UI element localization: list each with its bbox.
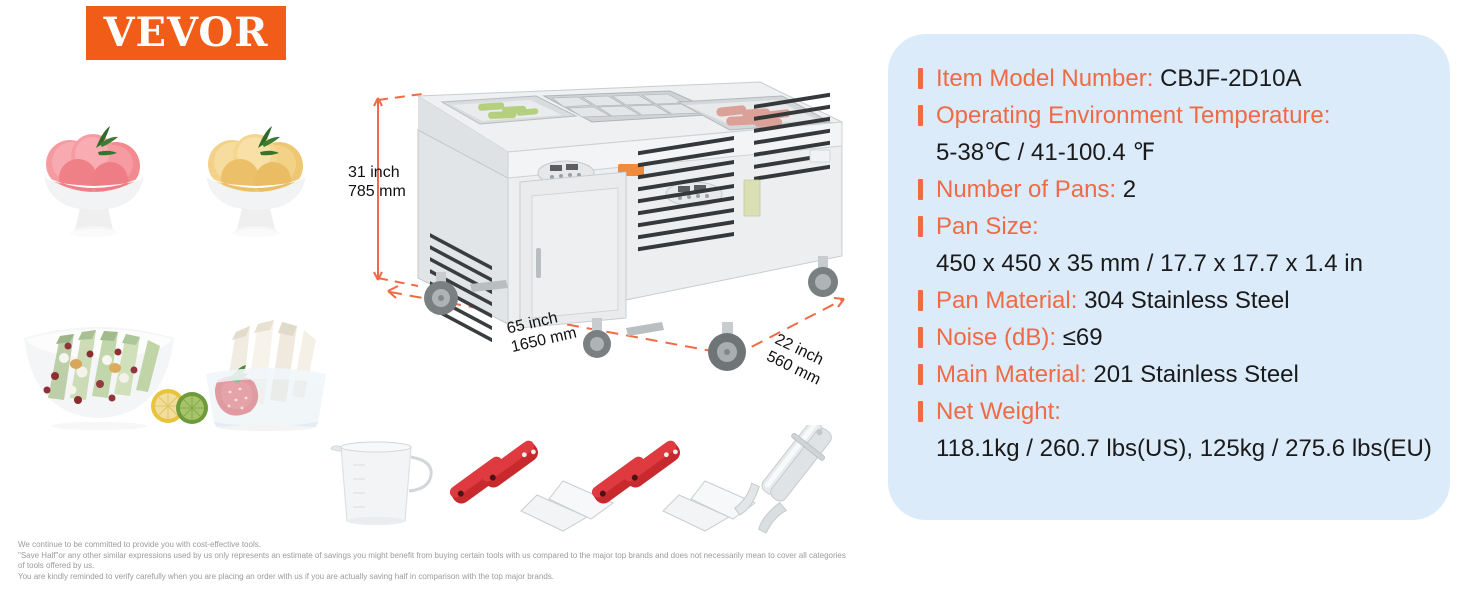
disclaimer-text: We continue to be committed to provide y… xyxy=(18,540,958,582)
disclaimer-line-4: You are kindly reminded to verify carefu… xyxy=(18,571,554,581)
food-photo-strawberry-ice-cream xyxy=(14,112,174,237)
spec-label: Item Model Number: xyxy=(936,65,1154,92)
spec-label: Main Material: xyxy=(936,361,1087,388)
spec-value: 304 Stainless Steel xyxy=(1077,287,1290,314)
height-inch: 31 inch xyxy=(348,164,400,181)
disclaimer-line-1: We continue to be committed to provide y… xyxy=(18,540,261,549)
spec-item-pan-material: Pan Material: 304 Stainless Steel xyxy=(910,284,1424,317)
bullet-marker xyxy=(918,290,923,311)
spec-item-main-material: Main Material: 201 Stainless Steel xyxy=(910,358,1424,391)
spec-value: CBJF-2D10A xyxy=(1153,65,1302,92)
warning-label xyxy=(743,179,761,217)
height-dimension-label: 31 inch 785 mm xyxy=(348,163,406,201)
vent-right xyxy=(638,136,734,252)
spec-item-pan-size: Pan Size: 450 x 450 x 35 mm / 17.7 x 17.… xyxy=(910,210,1424,280)
vevor-logo: VEVOR xyxy=(86,6,286,60)
bullet-marker xyxy=(918,105,923,126)
logo-text: VEVOR xyxy=(103,9,269,56)
spec-label: Number of Pans: xyxy=(936,176,1117,203)
spec-label: Noise (dB): xyxy=(936,324,1057,351)
machine-body xyxy=(416,81,844,371)
food-photo-cream-rolls-strawberry xyxy=(196,296,336,431)
spec-label: Pan Material: xyxy=(936,287,1078,314)
accessory-tongs xyxy=(734,421,832,534)
bullet-marker xyxy=(918,216,923,237)
spec-item-model-number: Item Model Number: CBJF-2D10A xyxy=(910,62,1424,95)
accessory-spatula-pair-1 xyxy=(449,440,614,532)
spec-list: Item Model Number: CBJF-2D10A Operating … xyxy=(910,62,1432,465)
food-photo-citrus-limes xyxy=(148,378,210,428)
accessory-measuring-jug xyxy=(330,441,433,525)
spec-subvalue: 118.1kg / 260.7 lbs(US), 125kg / 275.6 l… xyxy=(936,435,1432,462)
bullet-marker xyxy=(918,327,923,348)
height-mm: 785 mm xyxy=(348,183,406,200)
disclaimer-line-2: "Save Half"or any other similar expressi… xyxy=(18,550,846,560)
bullet-marker xyxy=(918,179,923,200)
specifications-panel: Item Model Number: CBJF-2D10A Operating … xyxy=(886,32,1452,522)
spec-value: ≤69 xyxy=(1056,324,1103,351)
accessories-row xyxy=(325,421,885,535)
spec-subvalue: 5-38℃ / 41-100.4 ℉ xyxy=(936,139,1156,166)
height-dimension-arrow xyxy=(373,93,423,287)
vent-far-right xyxy=(754,92,830,181)
spec-item-net-weight: Net Weight: 118.1kg / 260.7 lbs(US), 125… xyxy=(910,395,1432,465)
bullet-marker xyxy=(918,68,923,89)
spec-label: Net Weight: xyxy=(936,398,1061,425)
spec-label: Operating Environment Temperature: xyxy=(936,102,1331,129)
disclaimer-line-3: of tools offered by us. xyxy=(18,561,95,570)
accessory-spatula-pair-2 xyxy=(591,440,756,532)
spec-value: 2 xyxy=(1116,176,1137,203)
spec-value: 201 Stainless Steel xyxy=(1086,361,1299,388)
food-photo-matcha-rolled-ice-cream xyxy=(12,302,187,430)
product-machine-illustration xyxy=(330,60,890,400)
spec-item-number-of-pans: Number of Pans: 2 xyxy=(910,173,1424,206)
spec-item-operating-temperature: Operating Environment Temperature: 5-38℃… xyxy=(910,99,1424,169)
caster-wheels xyxy=(424,256,838,371)
spec-item-noise: Noise (dB): ≤69 xyxy=(910,321,1424,354)
spec-label: Pan Size: xyxy=(936,213,1039,240)
spec-subvalue: 450 x 450 x 35 mm / 17.7 x 17.7 x 1.4 in xyxy=(936,250,1363,277)
bullet-marker xyxy=(918,364,923,385)
bullet-marker xyxy=(918,401,923,422)
food-photo-mango-ice-cream xyxy=(176,110,336,237)
